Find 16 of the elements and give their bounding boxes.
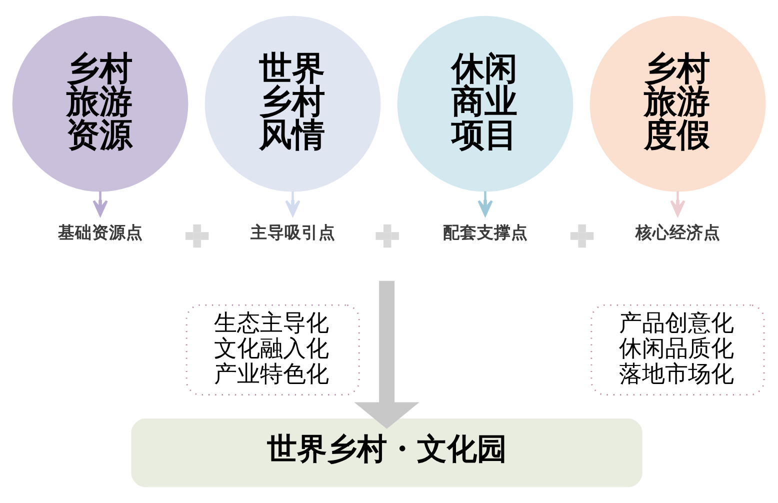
- node-text: 基础资源点: [58, 223, 144, 242]
- node-box: 产品创意化 休闲品质化 落地市场化: [590, 304, 765, 396]
- node-text: 主导吸引点: [250, 223, 336, 242]
- node-circle: 乡村旅游资源: [12, 16, 188, 192]
- arrow: [478, 191, 493, 216]
- node-box: 世界乡村・文化园: [131, 418, 642, 488]
- node-text: 核心经济点: [636, 223, 721, 242]
- node-circle: 乡村旅游度假: [590, 16, 766, 192]
- node-circle: 休闲商业项目: [397, 16, 574, 192]
- node-circle: 世界乡村风情: [204, 16, 381, 192]
- arrow: [670, 191, 686, 216]
- arrow: [92, 191, 108, 216]
- node-box: 生态主导化 文化融入化 产业特色化: [186, 304, 360, 396]
- arrow: [285, 191, 300, 216]
- node-text: 配套支撑点: [443, 223, 528, 242]
- arrow: [354, 280, 420, 429]
